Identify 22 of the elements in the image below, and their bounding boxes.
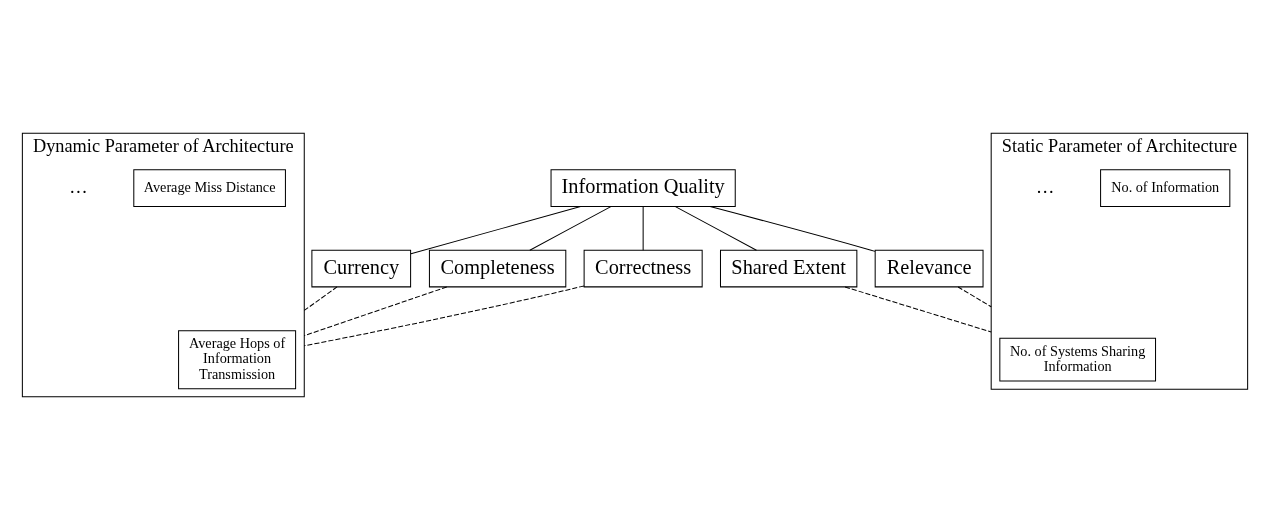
connector — [528, 205, 611, 251]
node-box: Completeness — [428, 249, 566, 287]
connector — [303, 285, 338, 311]
connector — [303, 284, 585, 346]
connector — [303, 285, 447, 336]
node-box: Relevance — [874, 249, 984, 287]
node-box: No. of Information — [1099, 168, 1230, 207]
connector — [844, 285, 992, 332]
connector — [957, 285, 992, 307]
node-box: Average Miss Distance — [132, 168, 286, 207]
node-box: Correctness — [583, 249, 703, 287]
node-box: Currency — [310, 249, 411, 287]
connector — [709, 205, 876, 252]
label: … — [1035, 176, 1054, 197]
connector — [409, 205, 581, 254]
connector — [642, 205, 644, 251]
node-box: No. of Systems Sharing Information — [998, 337, 1156, 381]
node-box: Average Hops of Information Transmission — [177, 329, 296, 389]
node-box: Information Quality — [550, 168, 736, 207]
connector — [674, 205, 757, 251]
node-box: Shared Extent — [719, 249, 857, 287]
label: … — [68, 176, 87, 197]
